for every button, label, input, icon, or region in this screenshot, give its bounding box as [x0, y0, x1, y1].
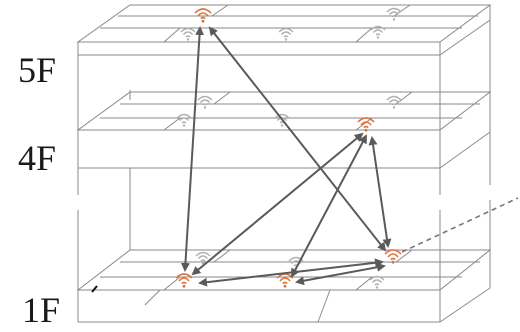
link-4f-1f-mid [291, 134, 367, 278]
wall-4f-1f [77, 132, 491, 322]
link-4f-1f-left [191, 132, 364, 276]
floor-4f-slab [76, 91, 492, 169]
floor-label-1f: 1F [22, 290, 61, 330]
wifi-icon-gray [386, 95, 402, 110]
floor-label-4f: 4F [18, 138, 57, 178]
floor-5f-slab [76, 4, 492, 56]
wifi-icon-orange [175, 273, 193, 289]
outgoing-dashed-link [401, 197, 519, 253]
wifi-icon-gray [386, 7, 402, 22]
floor-marker-tick [91, 285, 98, 293]
link-1f-mid-right [295, 262, 386, 286]
link-5f-1f-right [208, 26, 387, 252]
wifi-icon-gray [278, 27, 294, 42]
link-5f-1f-left [180, 26, 205, 272]
link-1f-left-right [198, 258, 384, 287]
wifi-icon-gray [180, 27, 196, 42]
wifi-icon-gray [176, 113, 192, 128]
wifi-icon-gray [369, 275, 385, 290]
wifi-icon-gray [197, 95, 213, 110]
wifi-links [180, 26, 392, 287]
floor-label-5f: 5F [18, 50, 57, 90]
wifi-icon-orange [276, 273, 294, 289]
link-4f-1f-right [368, 136, 392, 248]
